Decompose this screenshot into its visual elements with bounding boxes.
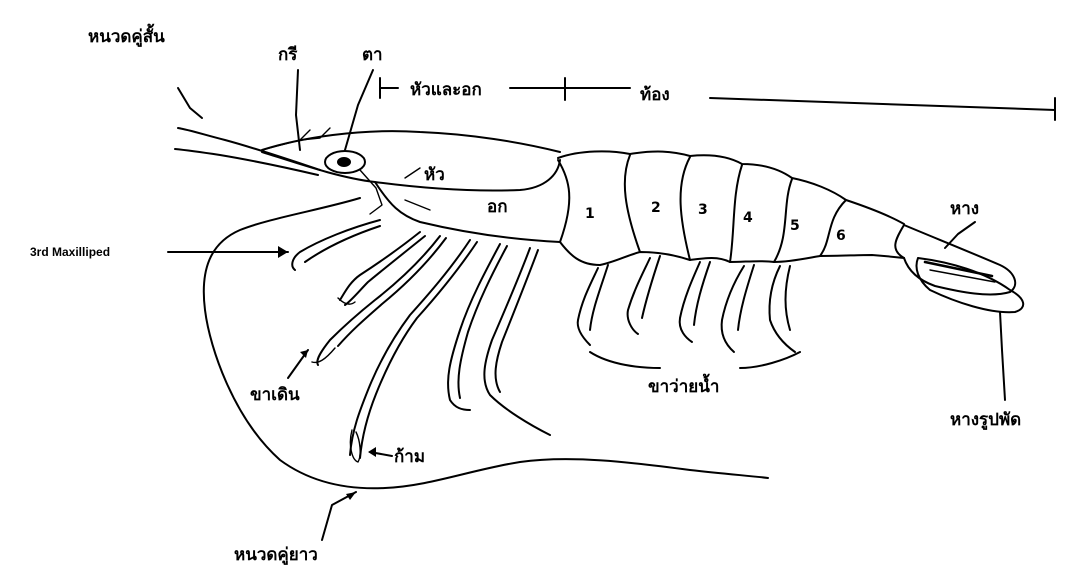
walking-legs-label: ขาเดิน xyxy=(250,385,300,405)
segment-label-1: 1 xyxy=(585,206,595,222)
shrimp-drawing xyxy=(175,128,1023,488)
cephalothorax-label: หัวและอก xyxy=(410,80,482,100)
tail-fan-label: หางรูปพัด xyxy=(950,410,1021,431)
long-antenna-label: หนวดคู่ยาว xyxy=(234,545,318,566)
claw-label: ก้าม xyxy=(394,447,425,467)
thorax-label: อก xyxy=(487,197,508,217)
segment-label-5: 5 xyxy=(790,218,800,234)
carapace-shape xyxy=(262,152,560,191)
abdomen-outline xyxy=(558,151,904,224)
abdomen-label: ท้อง xyxy=(640,85,670,105)
segment-label-2: 2 xyxy=(651,200,661,216)
rostrum-label: กรี xyxy=(278,44,298,65)
segment-label-6: 6 xyxy=(836,228,846,244)
head-label: หัว xyxy=(424,165,445,185)
telson-shape xyxy=(904,225,1015,294)
eye-pupil xyxy=(337,157,351,167)
segment-label-4: 4 xyxy=(743,210,753,226)
tail-label: หาง xyxy=(950,199,979,219)
maxilliped-label: 3rd Maxilliped xyxy=(30,245,110,259)
long-antenna-shape xyxy=(204,198,768,488)
segment-label-3: 3 xyxy=(698,202,708,218)
eye-label: ตา xyxy=(362,45,383,65)
swimmerets-label: ขาว่ายน้ำ xyxy=(648,373,719,397)
short-antenna-label: หนวดคู่สั้น xyxy=(88,23,165,48)
